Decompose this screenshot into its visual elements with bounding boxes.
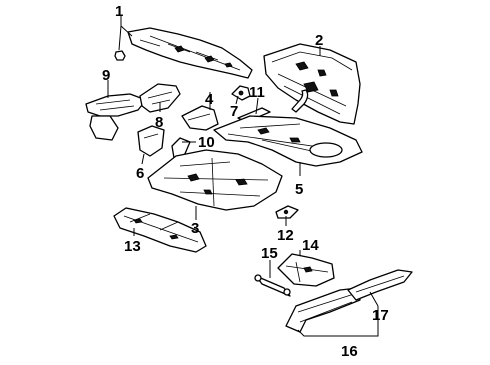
part-5-rear-floor-pan	[213, 115, 363, 167]
part-10-plate	[171, 137, 191, 159]
callout-17: 17	[372, 307, 389, 324]
callout-2: 2	[315, 32, 323, 49]
part-16-rail-lower	[285, 287, 361, 333]
callout-12: 12	[277, 227, 294, 244]
callout-8: 8	[155, 114, 163, 131]
part-14-rail	[277, 253, 335, 287]
leader-lines	[107, 16, 379, 337]
part-2-rear-body-panel	[263, 43, 361, 125]
callout-labels: 1 2 3 4 5 6 7 8 9 10 11 12 13 14 15 16 1…	[102, 3, 389, 360]
part-4-reinforcement	[181, 105, 219, 131]
part-12-bracket	[275, 205, 299, 219]
part-1-package-shelf	[114, 27, 253, 79]
callout-9: 9	[102, 67, 110, 84]
callout-6: 6	[136, 165, 144, 182]
callout-11: 11	[249, 84, 265, 101]
callout-5: 5	[295, 181, 303, 198]
callout-7: 7	[230, 103, 238, 120]
part-17-rail-upper	[347, 269, 413, 301]
callout-4: 4	[205, 91, 214, 108]
callout-16: 16	[341, 343, 358, 360]
part-7-clip	[231, 85, 251, 101]
part-13-crossmember	[113, 207, 207, 253]
callout-1: 1	[115, 3, 123, 20]
callout-10: 10	[198, 134, 215, 151]
callout-13: 13	[124, 238, 141, 255]
callout-14: 14	[302, 237, 319, 254]
part-6-bracket	[137, 125, 165, 157]
callout-15: 15	[261, 245, 278, 262]
callout-3: 3	[191, 220, 199, 237]
part-8-bracket	[139, 83, 181, 113]
part-15-link	[254, 274, 291, 297]
part-3-front-floor-pan	[147, 149, 283, 211]
part-9-extension	[85, 93, 147, 141]
